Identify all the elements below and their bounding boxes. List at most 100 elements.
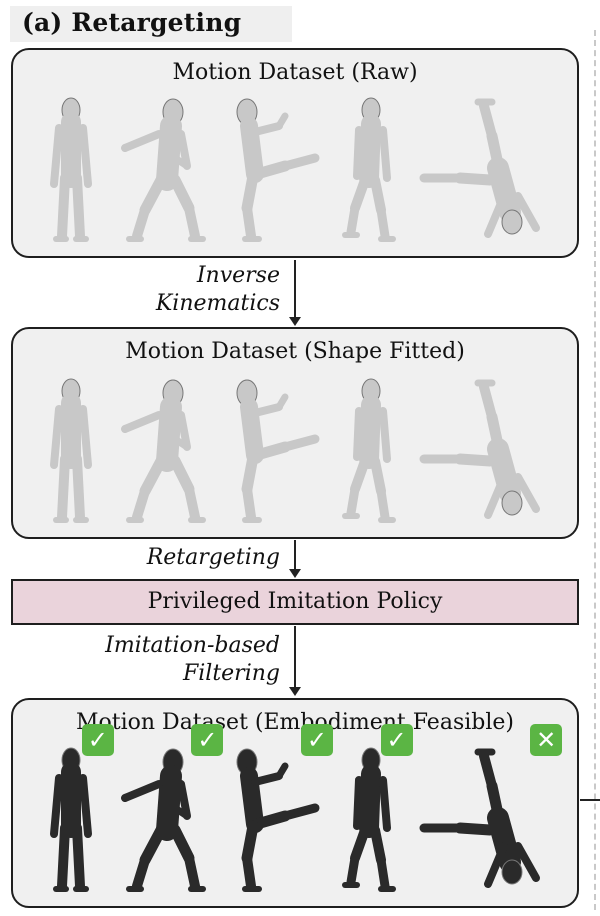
figure-limb xyxy=(241,484,256,522)
figure-limb xyxy=(78,774,92,838)
figure-limb xyxy=(349,175,370,213)
figure-limb xyxy=(177,130,192,170)
figure-limb xyxy=(56,454,70,522)
figure-limb xyxy=(250,122,283,136)
figure-limb xyxy=(171,435,191,451)
figure-limb xyxy=(139,174,167,216)
figure-limb xyxy=(139,455,167,497)
raw-figure-row xyxy=(31,96,559,246)
figure-limb xyxy=(378,407,391,463)
figure-limb xyxy=(454,822,496,836)
figure-limb xyxy=(251,810,291,830)
title-bar xyxy=(10,6,292,42)
figure-handstand: ✕ xyxy=(414,724,563,896)
figure-limb xyxy=(454,172,496,186)
figure-limb xyxy=(121,130,164,152)
check-mark-icon: ✓ xyxy=(191,724,224,756)
figure-limb xyxy=(49,405,63,469)
figure-limb xyxy=(358,395,381,469)
figure-handstand xyxy=(414,377,554,527)
figure-limb xyxy=(241,170,259,214)
figure-limb xyxy=(487,438,522,504)
figure-limb xyxy=(156,396,183,472)
figure-arms-out-stance: ✓ xyxy=(115,724,224,896)
figure-standing xyxy=(36,377,106,527)
figure-title: (a) Retargeting xyxy=(22,8,242,37)
feasible-dataset-panel: Motion Dataset (Embodiment Feasible) ✓✓✓… xyxy=(11,698,579,908)
figure-limb xyxy=(177,411,192,451)
figure-limb xyxy=(241,203,256,241)
figure-limb xyxy=(514,842,541,882)
figure-limb xyxy=(275,112,289,130)
figure-limb xyxy=(349,456,370,494)
figure-limb xyxy=(132,205,151,241)
retargeting-label: Retargeting xyxy=(146,545,280,570)
check-mark-icon: ✓ xyxy=(300,724,333,756)
figure-head xyxy=(501,490,523,516)
imitation-filtering-line-1: Imitation-based xyxy=(105,633,280,658)
fitted-dataset-title: Motion Dataset (Shape Fitted) xyxy=(125,339,465,364)
cross-mark-icon: ✕ xyxy=(530,724,563,756)
figure-limb xyxy=(239,767,264,833)
figure-limb xyxy=(56,173,70,241)
fitted-figure-row xyxy=(31,377,559,527)
figure-limb xyxy=(177,780,192,820)
figure-limb xyxy=(376,205,390,241)
connector-stub xyxy=(580,799,600,801)
figure-limb xyxy=(239,117,264,183)
figure-limb xyxy=(346,203,360,237)
feasible-figure-row: ✓✓✓✓✕ xyxy=(31,724,563,896)
figure-limb xyxy=(346,484,360,518)
figure-limb xyxy=(487,807,522,873)
figure-limb xyxy=(169,174,195,214)
figure-limb xyxy=(275,393,289,411)
figure-limb xyxy=(121,411,164,433)
inverse-kinematics-line-2: Kinematics xyxy=(155,291,280,316)
figure-limb xyxy=(121,780,164,802)
fitted-dataset-panel: Motion Dataset (Shape Fitted) xyxy=(11,327,579,539)
figure-limb xyxy=(239,398,264,464)
figure-walking: ✓ xyxy=(335,724,413,896)
figure-limb xyxy=(484,842,509,888)
check-mark-icon: ✓ xyxy=(81,724,114,756)
raw-dataset-panel: Motion Dataset (Raw) xyxy=(11,48,579,258)
figure-limb xyxy=(169,455,195,495)
figure-limb xyxy=(132,855,151,891)
figure-limb xyxy=(346,853,360,887)
figure-limb xyxy=(169,824,195,864)
figure-limb xyxy=(56,823,70,891)
figure-limb xyxy=(358,114,381,188)
figure-limb xyxy=(280,434,320,452)
figure-limb xyxy=(369,456,386,496)
figure-limb xyxy=(184,484,201,522)
figure-limb xyxy=(352,126,363,180)
figure-kick: ✓ xyxy=(225,724,333,896)
figure-walking xyxy=(335,377,405,527)
figure-limb xyxy=(139,824,167,866)
figure-handstand xyxy=(414,96,554,246)
figure-limb xyxy=(484,192,509,238)
imitation-filtering-label: Imitation-based Filtering xyxy=(105,632,280,688)
arrow-imitation-filtering xyxy=(289,626,301,696)
inverse-kinematics-line-1: Inverse xyxy=(196,263,280,288)
imitation-filtering-line-2: Filtering xyxy=(182,661,280,686)
figure-limb xyxy=(352,407,363,461)
figure-limb xyxy=(250,772,283,786)
figure-limb xyxy=(454,453,496,467)
figure-limb xyxy=(358,764,381,838)
figure-limb xyxy=(376,855,390,891)
figure-limb xyxy=(514,473,541,513)
figure-limb xyxy=(275,762,289,780)
inverse-kinematics-label: Inverse Kinematics xyxy=(156,262,280,318)
figure-kick xyxy=(225,377,325,527)
raw-dataset-title: Motion Dataset (Raw) xyxy=(172,60,418,85)
figure-limb xyxy=(49,124,63,188)
figure-limb xyxy=(78,124,92,188)
figure-limb xyxy=(156,765,183,841)
figure-limb xyxy=(184,203,201,241)
figure-head xyxy=(501,859,523,885)
figure-limb xyxy=(349,825,370,863)
figure-limb xyxy=(71,454,85,522)
figure-limb xyxy=(487,157,522,223)
figure-limb xyxy=(250,403,283,417)
